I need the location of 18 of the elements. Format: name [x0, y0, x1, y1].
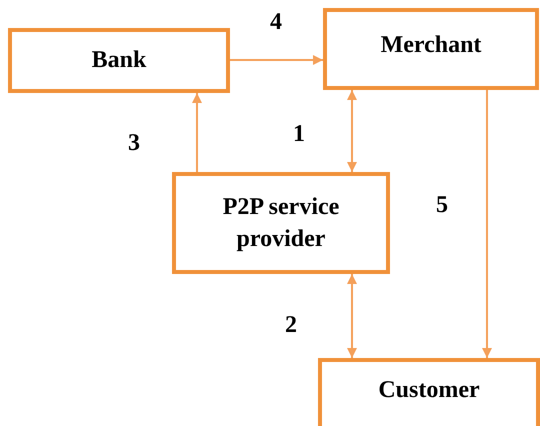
- process-box: [172, 172, 390, 274]
- node-label: Merchant: [380, 30, 482, 60]
- edge-label: 4: [270, 10, 282, 34]
- edge-label: 3: [128, 131, 140, 155]
- arrow: [347, 90, 357, 172]
- arrow: [192, 93, 202, 172]
- arrow: [482, 90, 492, 358]
- edge-label: 5: [436, 193, 448, 217]
- edge-label: 2: [285, 313, 297, 337]
- arrow: [230, 55, 323, 65]
- arrow: [347, 274, 357, 358]
- edge-label: 1: [293, 122, 305, 146]
- process-box: [318, 358, 540, 426]
- node-label: Customer: [377, 376, 481, 405]
- node-label: P2P service provider: [222, 192, 340, 254]
- node-label: Bank: [90, 46, 148, 76]
- process-box: [323, 8, 539, 90]
- process-box: [8, 28, 230, 93]
